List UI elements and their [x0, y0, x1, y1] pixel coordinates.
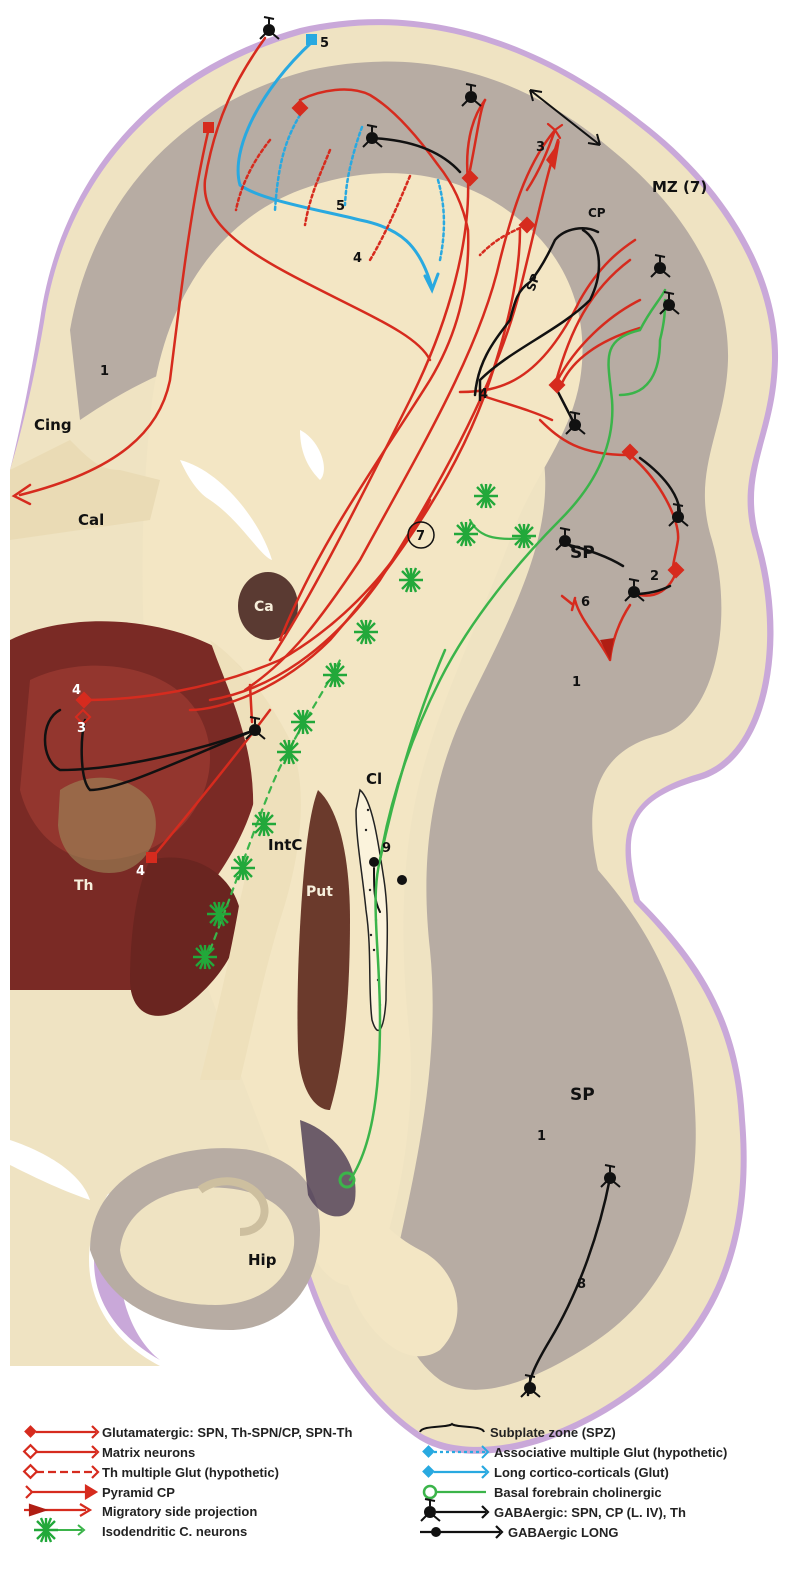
label-sp-lower: SP [570, 1085, 595, 1105]
legend-right-1: Associative multiple Glut (hypothetic) [494, 1445, 727, 1460]
num-4-blue: 4 [353, 251, 362, 266]
label-mz: MZ (7) [652, 178, 707, 196]
legend-left-2: Th multiple Glut (hypothetic) [102, 1465, 279, 1480]
label-cl: Cl [366, 770, 382, 788]
num-2: 2 [650, 569, 659, 584]
label-cp: CP [588, 206, 606, 220]
label-intc: IntC [268, 836, 302, 854]
legend-right-0: Subplate zone (SPZ) [490, 1425, 616, 1440]
legend-left-3: Pyramid CP [102, 1485, 175, 1500]
legend-right-5: GABAergic LONG [508, 1525, 619, 1540]
legend-right-3: Basal forebrain cholinergic [494, 1485, 662, 1500]
num-5-top: 5 [320, 36, 329, 51]
legend: Glutamatergic: SPN, Th-SPN/CP, SPN-Th Ma… [24, 1424, 727, 1542]
legend-left-5: Isodendritic C. neurons [102, 1524, 247, 1539]
num-1-low: 1 [537, 1129, 546, 1144]
num-4-red: 4 [479, 387, 488, 402]
num-4-th-top: 4 [72, 683, 81, 698]
legend-left-0: Glutamatergic: SPN, Th-SPN/CP, SPN-Th [102, 1425, 352, 1440]
num-3-th: 3 [77, 721, 86, 736]
label-hip: Hip [248, 1251, 277, 1269]
num-5-mid: 5 [336, 199, 345, 214]
legend-left-4: Migratory side projection [102, 1504, 257, 1519]
num-3-top: 3 [536, 140, 545, 155]
label-ca: Ca [254, 599, 274, 615]
num-8: 8 [577, 1277, 586, 1292]
label-put: Put [306, 884, 333, 900]
label-cal: Cal [78, 511, 104, 529]
label-cing: Cing [34, 416, 72, 434]
num-9: 9 [382, 841, 391, 856]
num-1-mid: 1 [572, 675, 581, 690]
label-sp-upper: SP [570, 543, 595, 563]
num-1-left: 1 [100, 364, 109, 379]
legend-right-4: GABAergic: SPN, CP (L. IV), Th [494, 1505, 686, 1520]
label-circle-7: 7 [416, 529, 425, 544]
num-4-th-bot: 4 [136, 864, 145, 879]
num-6: 6 [581, 595, 590, 610]
label-th: Th [74, 878, 94, 894]
legend-right-2: Long cortico-corticals (Glut) [494, 1465, 669, 1480]
legend-left-1: Matrix neurons [102, 1445, 195, 1460]
